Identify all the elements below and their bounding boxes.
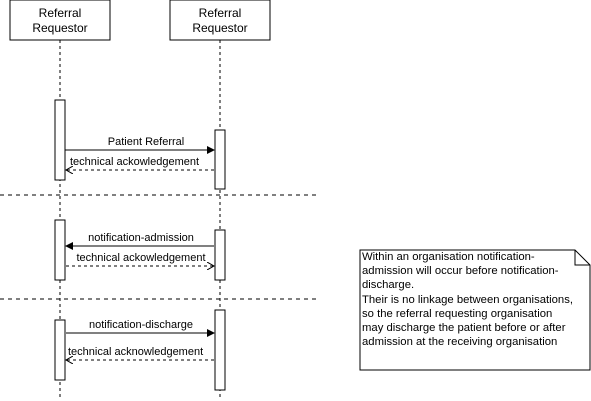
label-notification-discharge: notification-discharge — [89, 319, 193, 331]
activation-left-2 — [54, 219, 66, 281]
note-box — [359, 249, 591, 371]
note-line: admission at the receiving organisation — [362, 336, 558, 349]
participant-left-box — [9, 0, 111, 41]
message-ack-3: technical acknowledgement — [66, 346, 214, 360]
activation-left-1 — [54, 99, 66, 181]
activation-left-3 — [54, 319, 66, 381]
note-line: Their is no linkage between organisation… — [362, 293, 574, 306]
participant-right: Referral Requestor — [169, 0, 271, 41]
participant-right-label-line1: Referral — [199, 6, 242, 20]
note-text: Within an organisation notification- adm… — [362, 250, 588, 349]
participant-left-label-line1: Referral — [39, 6, 82, 20]
message-notification-discharge: notification-discharge — [66, 319, 215, 337]
activation-right-3 — [214, 309, 226, 391]
participant-right-label-line2: Requestor — [192, 21, 247, 35]
label-ack-1: technical ackowledgement — [70, 156, 199, 168]
note-line: may discharge the patient before or afte… — [362, 322, 566, 335]
message-patient-referral: Patient Referral — [65, 136, 215, 154]
label-ack-2: technical ackowledgement — [76, 252, 205, 264]
message-ack-1: technical ackowledgement — [66, 156, 214, 170]
note-fold — [574, 250, 590, 266]
label-patient-referral: Patient Referral — [108, 136, 184, 148]
participant-left-label-line2: Requestor — [32, 21, 87, 35]
activation-right-1 — [214, 129, 226, 190]
participant-left: Referral Requestor — [9, 0, 111, 41]
activation-right-2 — [214, 229, 226, 281]
note-line: so the referral requesting organisation — [362, 307, 553, 320]
label-ack-3: technical acknowledgement — [68, 346, 203, 358]
note-line: discharge. — [362, 279, 415, 292]
label-notification-admission: notification-admission — [88, 232, 194, 244]
note — [359, 249, 591, 371]
note-line: admission will occur before notification… — [362, 265, 559, 278]
note-line: Within an organisation notification- — [362, 251, 535, 263]
message-notification-admission: notification-admission — [65, 232, 214, 250]
message-ack-2: technical ackowledgement — [66, 252, 214, 266]
